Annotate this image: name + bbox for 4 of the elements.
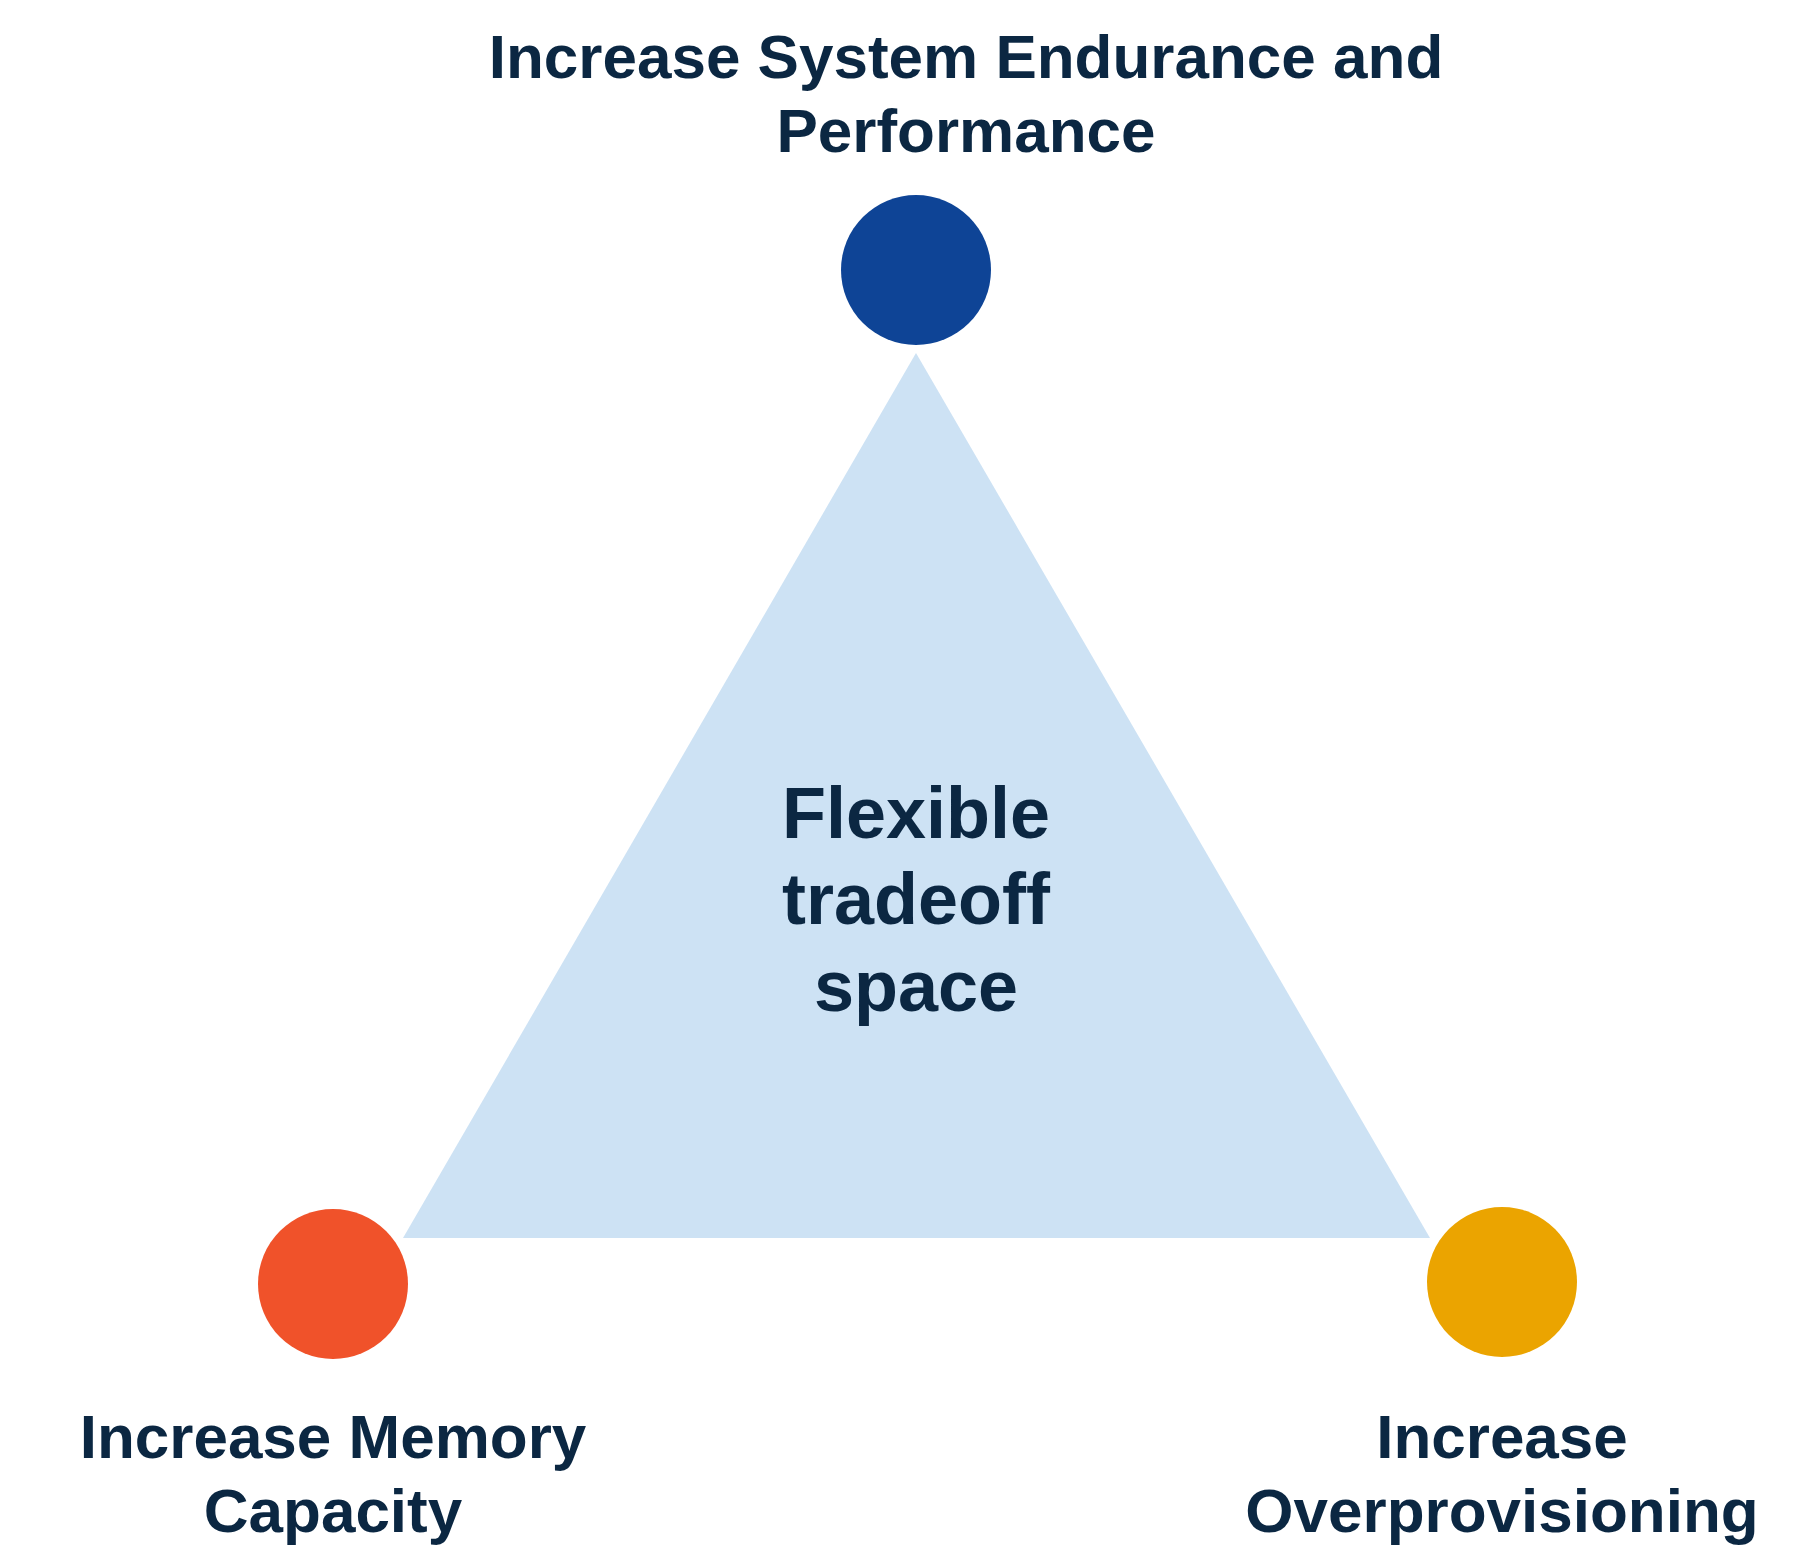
center-label: Flexible tradeoff space [780, 772, 1052, 1028]
heading-label: Increase Memory Capacity [78, 1401, 588, 1548]
heading-label: Increase System Endurance and Performance [487, 21, 1445, 168]
heading-label: Increase Overprovisioning [1244, 1401, 1760, 1548]
